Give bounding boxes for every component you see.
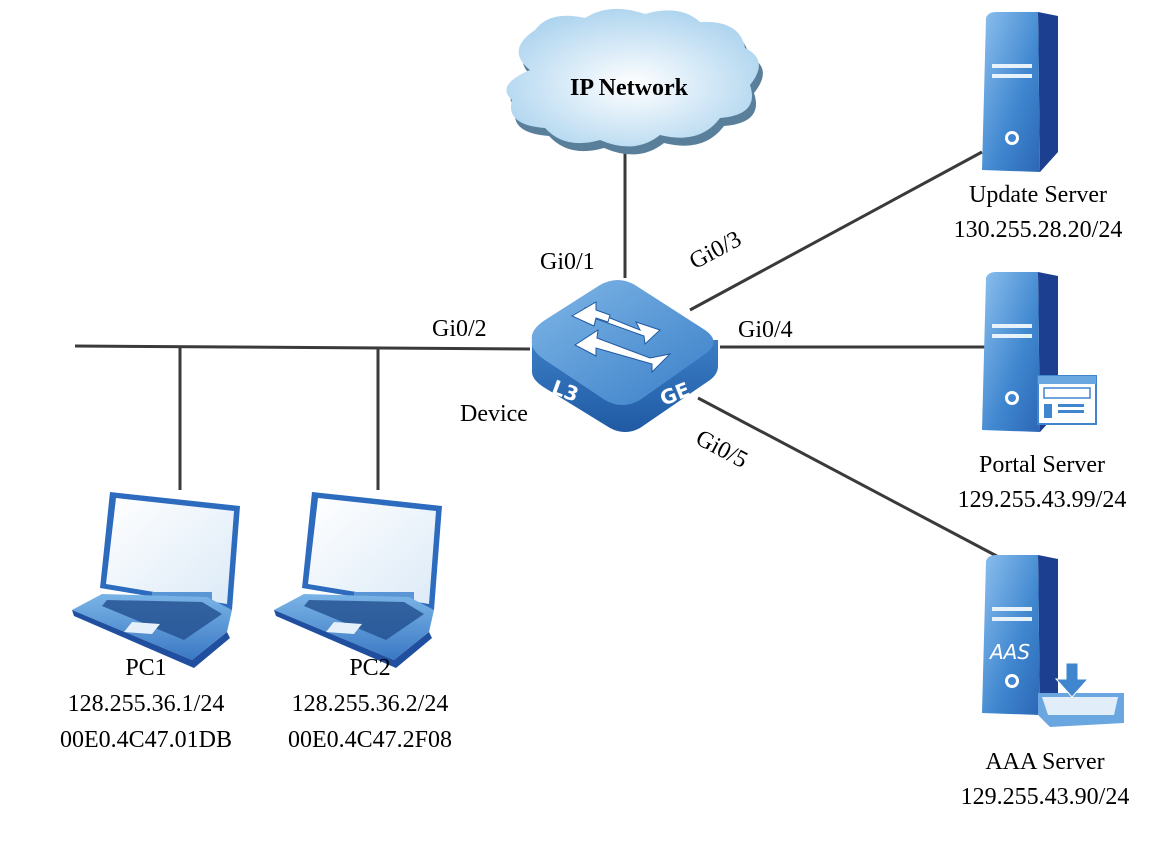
pc2-mac: 00E0.4C47.2F08: [287, 727, 453, 753]
cloud-icon: [506, 8, 763, 155]
aaa-server-icon: AAS: [982, 555, 1124, 727]
update-server-icon: [982, 12, 1058, 172]
portal-server-ip: 129.255.43.99/24: [957, 487, 1127, 513]
download-tray-icon: [1038, 662, 1124, 727]
port-label-gi04: Gi0/4: [738, 317, 793, 343]
aaa-server-badge: AAS: [988, 640, 1030, 664]
portal-server-name: Portal Server: [979, 452, 1105, 478]
cloud-label: IP Network: [570, 75, 688, 101]
update-server-name: Update Server: [969, 182, 1107, 208]
update-server-ip: 130.255.28.20/24: [953, 217, 1123, 243]
port-label-gi01: Gi0/1: [540, 249, 595, 275]
device-label: Device: [460, 401, 528, 427]
aaa-server-ip: 129.255.43.90/24: [960, 784, 1130, 810]
pc1-mac: 00E0.4C47.01DB: [59, 727, 233, 753]
link-gi05: [697, 396, 1009, 564]
port-label-gi02: Gi0/2: [432, 316, 487, 342]
pc2-name: PC2: [349, 655, 391, 681]
link-gi03: [689, 150, 983, 312]
aaa-server-name: AAA Server: [985, 749, 1105, 775]
pc1-laptop-icon: [72, 492, 240, 668]
pc2-ip: 128.255.36.2/24: [291, 691, 449, 717]
certificate-icon: [1037, 375, 1097, 425]
pc1-ip: 128.255.36.1/24: [67, 691, 225, 717]
portal-server-icon: [982, 272, 1097, 432]
pc1-name: PC1: [125, 655, 167, 681]
pc2-laptop-icon: [274, 492, 442, 668]
link-lan-bus: [74, 344, 531, 351]
l3-switch-icon: L3 GE: [531, 280, 718, 432]
links: [74, 150, 1009, 564]
